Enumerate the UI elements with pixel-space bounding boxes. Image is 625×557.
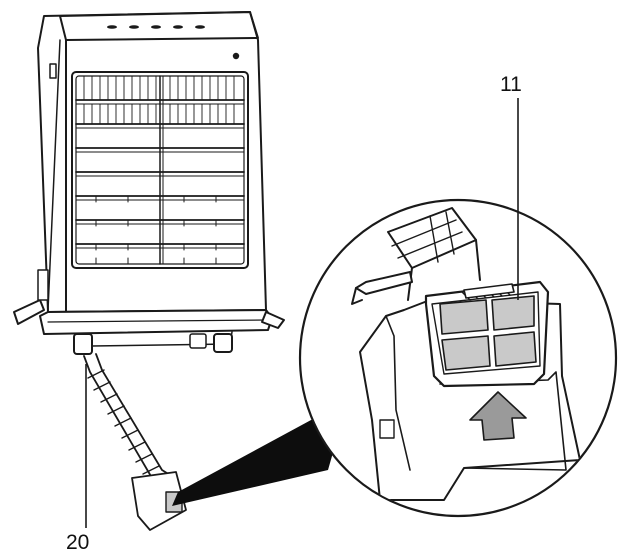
insert-direction-arrow	[469, 391, 527, 441]
magnification-beam	[172, 400, 348, 506]
filter-mesh	[439, 295, 537, 371]
callout-filter-number: 11	[500, 73, 522, 96]
caster-front-left	[73, 333, 93, 355]
hose-end-housing	[131, 471, 187, 531]
air-cooler-unit	[13, 11, 285, 355]
control-panel	[107, 25, 205, 29]
indicator-light	[232, 52, 240, 60]
caster-left	[13, 299, 45, 325]
housing-slot	[379, 419, 395, 439]
drain-hose	[83, 353, 187, 531]
leader-lines	[85, 98, 519, 528]
louver-grille	[71, 71, 249, 269]
detail-magnifier	[298, 198, 618, 518]
side-handle-slot	[49, 63, 57, 79]
caster-front-right	[213, 333, 233, 353]
caster-right	[261, 311, 285, 329]
cooler-top-panel	[59, 11, 259, 41]
callout-drain-hose-number: 20	[66, 531, 90, 554]
